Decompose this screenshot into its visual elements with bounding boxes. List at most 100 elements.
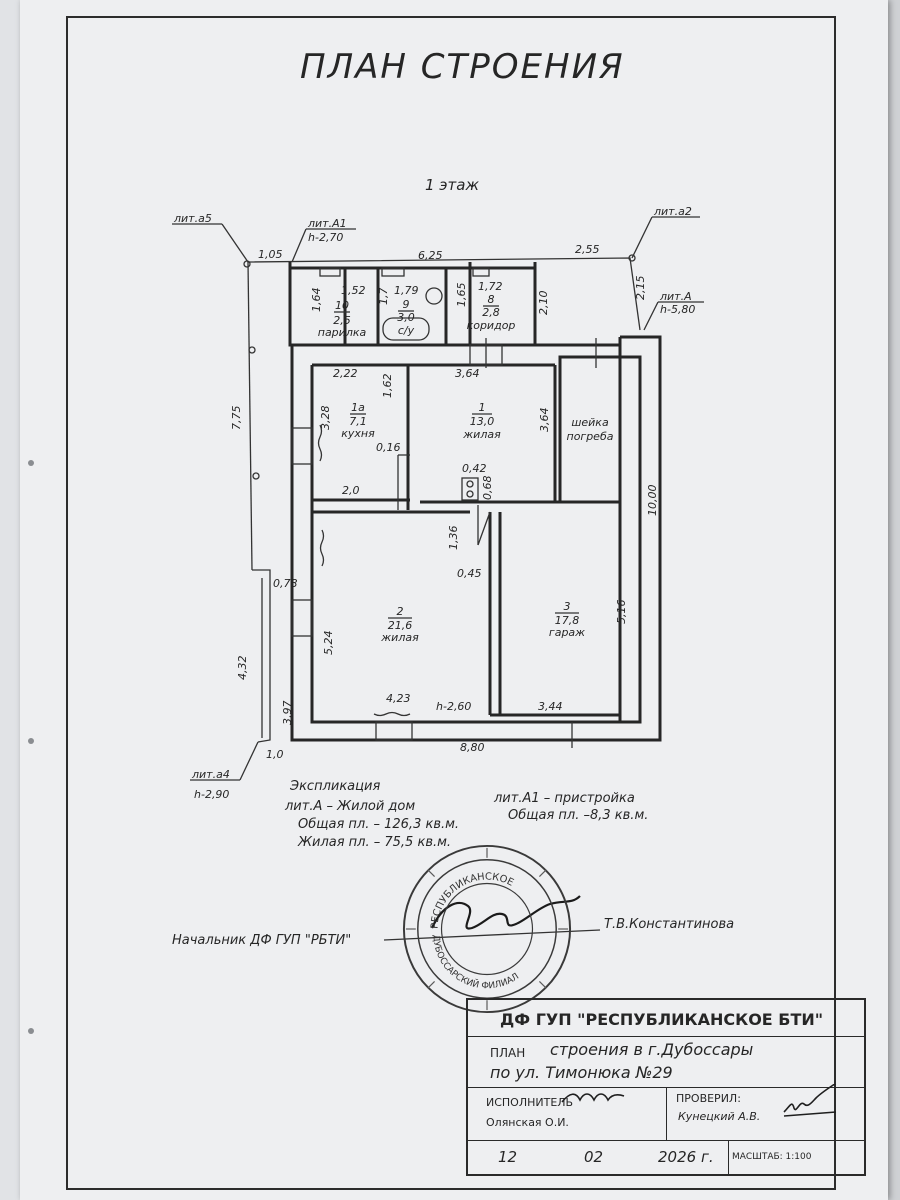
signature-name: Т.В.Константинова [604, 917, 735, 932]
leader-line [643, 301, 659, 331]
room-area: 13,0 [470, 415, 495, 428]
checked-label: ПРОВЕРИЛ: [676, 1092, 741, 1105]
dim-179: 1,79 [394, 284, 419, 297]
room-8: 8 2,8 коридор [467, 293, 516, 332]
dim-right-height: 10,00 [646, 485, 659, 517]
executor-name: Олянская О.И. [486, 1116, 569, 1129]
litera-A-height: h-5,80 [660, 303, 695, 316]
window [291, 427, 313, 465]
dim-215: 2,15 [634, 276, 647, 301]
room-area: 7,1 [349, 415, 367, 428]
litera-A: лит.А [659, 290, 692, 303]
survey-point [628, 254, 636, 262]
room-name: кухня [341, 427, 375, 440]
stove-burner [466, 490, 474, 498]
room-name-line: погреба [567, 430, 614, 443]
room-number: 8 [488, 293, 495, 306]
dim-165: 1,65 [455, 283, 468, 308]
porch-outline [252, 569, 271, 743]
dim-423: 4,23 [386, 692, 411, 705]
room-2: 2 21,6 жилая [380, 605, 419, 644]
dim-068: 0,68 [481, 476, 494, 501]
dim-164: 1,64 [310, 288, 323, 313]
dim-172: 1,72 [478, 280, 503, 293]
title-block: ДФ ГУП "РЕСПУБЛИКАНСКОЕ БТИ" ПЛАН строен… [466, 998, 866, 1176]
signature-line [383, 929, 601, 941]
explication-heading: Экспликация [290, 779, 381, 794]
litera-a1: лит.А1 [307, 217, 347, 230]
signature-position: Начальник ДФ ГУП "РБТИ" [172, 933, 352, 948]
leader-line [221, 223, 249, 263]
room-area: 2,5 [333, 314, 351, 327]
dim-397: 3,97 [281, 701, 294, 726]
dim-10: 1,0 [266, 748, 284, 761]
heater-symbol [373, 711, 411, 717]
title-block-plan-label: ПЛАН [490, 1046, 526, 1060]
litera-a2: лит.а2 [653, 205, 692, 218]
official-stamp: РЕСПУБЛИКАНСКОЕ ДУБОССАРСКИЙ ФИЛИАЛ [402, 844, 572, 1014]
litera-a4: лит.а4 [191, 768, 230, 781]
page-title: ПЛАН СТРОЕНИЯ [300, 47, 625, 87]
explication-lit-a1: лит.А1 – пристройка [494, 791, 635, 806]
dim-524: 5,24 [322, 631, 335, 656]
explication-total-a: Общая пл. – 126,3 кв.м. [298, 817, 460, 832]
room-cellar-neck: шейка погреба [567, 416, 614, 443]
room-number: 10 [335, 299, 349, 312]
scale-label: МАСШТАБ: 1:100 [732, 1152, 812, 1162]
room-name: жилая [380, 631, 419, 644]
room-number: 2 [397, 605, 404, 618]
dim-016: 0,16 [376, 441, 401, 454]
explication-total-a1: Общая пл. –8,3 кв.м. [508, 808, 649, 823]
dim-210: 2,10 [537, 291, 550, 316]
room-9: 9 3,0 с/у [397, 298, 415, 337]
stove-burner [466, 480, 474, 488]
room-name: парилка [318, 326, 367, 339]
dim-364-horizontal: 3,64 [455, 367, 480, 380]
dim-432: 4,32 [236, 656, 249, 681]
porch-outline [247, 261, 253, 571]
binding-hole [28, 738, 34, 744]
window [375, 721, 413, 741]
dim-045: 0,45 [457, 567, 482, 580]
height-260: h-2,60 [436, 700, 471, 713]
heater-symbol [319, 529, 325, 567]
document-sheet [20, 0, 888, 1200]
title-block-org: ДФ ГУП "РЕСПУБЛИКАНСКОЕ БТИ" [500, 1010, 824, 1029]
floor-label: 1 этаж [425, 176, 479, 194]
handwritten-signature [430, 895, 581, 930]
litera-a4-height: h-2,90 [194, 788, 229, 801]
litera-a1-height: h-2,70 [308, 231, 343, 244]
stove [461, 477, 479, 501]
room-name: жилая [462, 428, 501, 441]
explication-living-a: Жилая пл. – 75,5 кв.м. [298, 835, 452, 850]
title-block-plan-text: строения в г.Дубоссары [550, 1040, 754, 1059]
survey-point [243, 260, 251, 268]
room-1a: 1а 7,1 кухня [341, 401, 375, 440]
room-name-line: шейка [571, 416, 609, 429]
room-area: 21,6 [388, 619, 413, 632]
dim-078: 0,78 [273, 577, 298, 590]
dim-bottom-total: 8,80 [460, 741, 485, 754]
room-number: 1а [351, 401, 365, 414]
executor-signature [561, 1093, 625, 1103]
room-1: 1 13,0 жилая [462, 401, 501, 441]
toilet-fixture [425, 287, 443, 305]
window [291, 599, 313, 637]
dim-top-left: 1,05 [258, 248, 283, 261]
main-wall-outer [290, 335, 662, 742]
date-day: 12 [498, 1148, 518, 1166]
dim-222: 2,22 [333, 367, 358, 380]
checker-signature [783, 1084, 837, 1117]
bathtub [382, 317, 430, 341]
room-area: 2,8 [482, 306, 500, 319]
date-month: 02 [584, 1148, 604, 1166]
dim-162: 1,62 [381, 374, 394, 399]
binding-hole [28, 1028, 34, 1034]
dim-17: 1,7 [377, 288, 390, 306]
drawing-frame [66, 16, 836, 1190]
room-number: 9 [403, 298, 410, 311]
window [319, 267, 341, 277]
dim-top-mid: 6,25 [418, 249, 443, 262]
leader-line [291, 228, 307, 263]
checked-name: Кунецкий А.В. [678, 1110, 761, 1123]
